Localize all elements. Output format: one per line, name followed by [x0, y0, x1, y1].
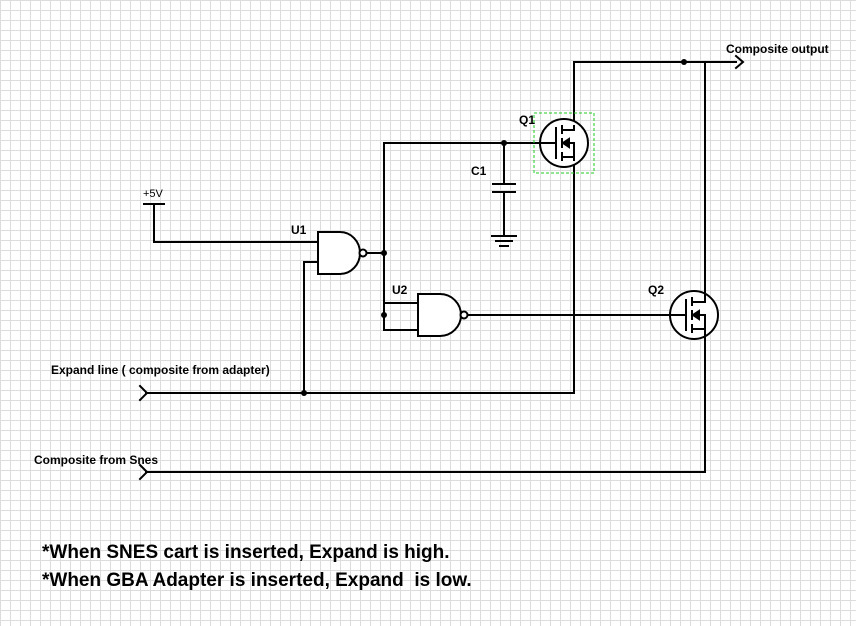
capacitor-c1 [492, 183, 516, 193]
wire-q1-to-output [573, 61, 737, 127]
wire-vcc-to-u1 [153, 204, 319, 243]
expand-line-label: Expand line ( composite from adapter) [51, 363, 270, 377]
q1-selection-box[interactable] [533, 112, 595, 174]
u1-label: U1 [291, 223, 307, 237]
u2-label: U2 [392, 283, 408, 297]
wire-u1-to-q1-gate [383, 142, 541, 316]
junction-dots [301, 59, 687, 396]
c1-label: C1 [471, 164, 487, 178]
nand-gate-u1 [317, 231, 368, 275]
mosfet-q1 [539, 118, 589, 168]
mosfet-q2 [669, 290, 719, 340]
nand-gate-u2 [417, 293, 469, 337]
output-arrow-icon [734, 54, 745, 70]
ground-icon [491, 235, 517, 247]
wire-u2-input-b [383, 314, 419, 331]
q2-label: Q2 [648, 283, 664, 297]
wire-composite-snes [145, 334, 706, 473]
note-gba-adapter: *When GBA Adapter is inserted, Expand is… [42, 570, 472, 591]
snes-arrow-icon [138, 463, 149, 481]
wires [145, 61, 737, 473]
composite-snes-label: Composite from Snes [34, 453, 158, 467]
wire-expand-line [145, 159, 575, 394]
composite-output-label: Composite output [726, 42, 829, 56]
vcc-label: +5V [143, 188, 164, 200]
note-snes-cart: *When SNES cart is inserted, Expand is h… [42, 542, 450, 563]
expand-arrow-icon [138, 384, 149, 402]
wire-expand-to-u1 [303, 261, 319, 394]
q1-label: Q1 [519, 113, 535, 127]
